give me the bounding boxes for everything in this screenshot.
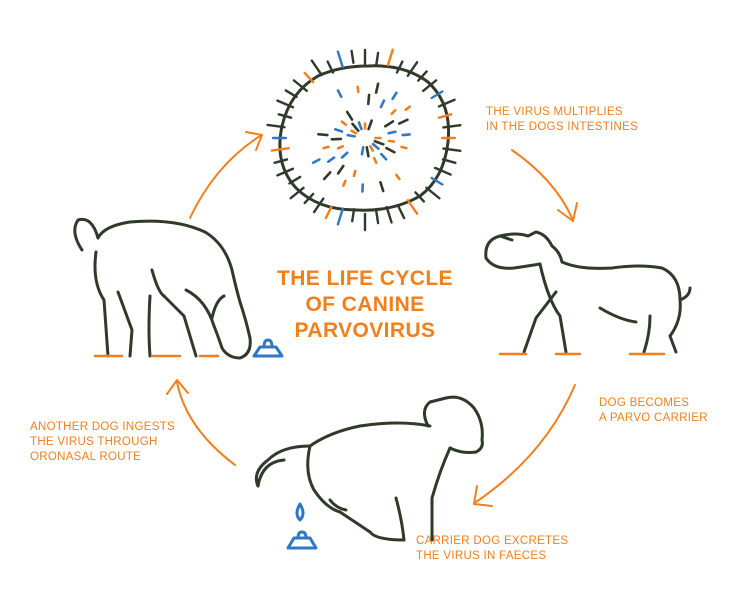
step-1-line-1: THE VIRUS MULTIPLIES [486, 106, 623, 118]
feces-icon [252, 338, 284, 358]
step-3-line-1: CARRIER DOG EXCRETES [416, 535, 569, 547]
step-4-line-1: ANOTHER DOG INGESTS [30, 421, 175, 433]
sniffing-dog-icon [73, 217, 252, 360]
step-4-line-2: THE VIRUS THROUGH [30, 436, 158, 448]
title-line-1: THE LIFE CYCLE [277, 267, 453, 290]
sick-dog-icon [484, 230, 692, 354]
title-line-3: PARVOVIRUS [294, 319, 436, 342]
step-label-virus-multiplies: THE VIRUS MULTIPLIES IN THE DOGS INTESTI… [486, 105, 638, 135]
step-3-line-2: THE VIRUS IN FAECES [416, 550, 547, 562]
step-2-line-2: A PARVO CARRIER [599, 412, 708, 424]
step-label-ingests-virus: ANOTHER DOG INGESTS THE VIRUS THROUGH OR… [30, 420, 175, 465]
step-4-line-3: ORONASAL ROUTE [30, 451, 142, 463]
virus-icon [266, 48, 462, 232]
diagram-title: THE LIFE CYCLE OF CANINE PARVOVIRUS [250, 266, 480, 344]
defecating-dog-icon [254, 395, 484, 542]
step-2-line-1: DOG BECOMES [599, 397, 690, 409]
step-1-line-2: IN THE DOGS INTESTINES [486, 121, 639, 133]
title-line-2: OF CANINE [305, 293, 425, 316]
cycle-arrow-icon [166, 131, 578, 507]
step-label-parvo-carrier: DOG BECOMES A PARVO CARRIER [599, 396, 708, 426]
step-label-excretes-virus: CARRIER DOG EXCRETES THE VIRUS IN FAECES [416, 534, 568, 564]
